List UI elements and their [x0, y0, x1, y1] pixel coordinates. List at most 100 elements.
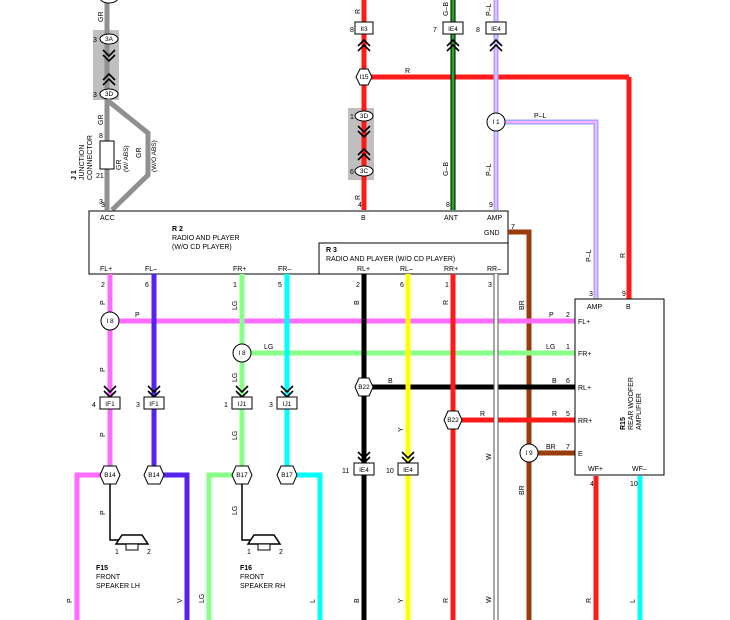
- splice-b17a: [231, 465, 253, 485]
- wire-p-speaker: [74, 472, 110, 620]
- double-chevron-up-icon: [446, 38, 460, 52]
- connector-if1a-label: IF1: [105, 401, 115, 408]
- connector-if1b: [143, 396, 165, 410]
- splice-i15-label: I15: [359, 74, 368, 81]
- junction-connector-body: [99, 140, 115, 170]
- connector-ie4d: [397, 462, 419, 476]
- splice-b22b: [443, 410, 463, 430]
- wire-label-br-low: BR: [519, 485, 526, 495]
- radio-pin-acc: ACC: [100, 215, 115, 222]
- wire-label-pl-right: P–L: [586, 249, 593, 262]
- amp-pin-wfm-num: 10: [630, 481, 638, 488]
- connector-ie4a: [442, 21, 464, 35]
- double-chevron-down-icon: [357, 125, 371, 139]
- wire-label-gb-mid: G–B: [443, 162, 450, 176]
- amp-pin-e: E: [578, 451, 583, 458]
- pin-ii3: 8: [350, 27, 354, 34]
- pin-if1a: 4: [92, 402, 96, 409]
- connector-ij1a-label: IJ1: [238, 401, 247, 408]
- wire-label-gr: GR: [98, 12, 105, 23]
- wire-label-v-bottom: V: [177, 598, 184, 603]
- amp-pin-rlp-num: 6: [566, 378, 570, 385]
- speaker-icon: [114, 534, 150, 545]
- wire-label-r-right: R: [620, 253, 627, 258]
- pin-if1b: 3: [136, 402, 140, 409]
- radio-r3-code: R 3: [326, 247, 337, 254]
- radio-pin-rr-minus: RR–: [487, 266, 501, 273]
- splice-b14b: [143, 465, 165, 485]
- wire-label-y-v: Y: [398, 427, 405, 432]
- wire-label-lg-v4: LG: [232, 506, 239, 515]
- radio-pin-fr-minus: FR–: [278, 266, 291, 273]
- radio-pin-fl-plus: FL+: [100, 266, 112, 273]
- splice-b17b-label: B17: [281, 472, 293, 479]
- wire-label-p: P: [135, 312, 140, 319]
- amp-pin-flp: FL+: [578, 319, 590, 326]
- wire-label-b-right: B: [552, 378, 557, 385]
- speaker-pin-1: 1: [115, 549, 119, 556]
- pin-frp-top: 1: [233, 282, 237, 289]
- wire-label-pl-mid: P–L: [486, 163, 493, 176]
- connector-3a-label: 3A: [105, 36, 114, 43]
- wire-label-p-bottom: P: [67, 598, 74, 603]
- wire-label-r-rr-v: R: [443, 300, 450, 305]
- speaker-icon: [246, 534, 282, 545]
- splice-i1: [486, 112, 506, 132]
- pin-3c: 6: [350, 169, 354, 176]
- pin-ie4c: 11: [342, 468, 349, 475]
- connector-ie4b-label: IE4: [491, 26, 501, 33]
- wire-label-r-rr: R: [480, 411, 485, 418]
- splice-b14b-label: B14: [148, 472, 160, 479]
- top-wiring: R 8 II3 I15 R 1 3D 6 3C R 4 G–B 7 IE4 G–…: [348, 0, 632, 300]
- pin-ij1b: 3: [269, 402, 273, 409]
- double-chevron-up-icon: [102, 72, 116, 86]
- radio-r2-name-1: RADIO AND PLAYER: [172, 235, 240, 242]
- connector-icon: [100, 0, 118, 4]
- wire-label-lg-v3: LG: [232, 431, 239, 440]
- double-chevron-down-icon: [102, 49, 116, 63]
- wire-label-pl-top: P–L: [486, 3, 493, 16]
- splice-i9-label: I 9: [525, 450, 533, 457]
- connector-3c-icon: [354, 165, 374, 177]
- radio-r2: ACC B ANT AMP GND R 2 RADIO AND PLAYER (…: [88, 202, 515, 275]
- amp-pin-flp-num: 2: [566, 312, 570, 319]
- splice-b14a-label: B14: [104, 472, 116, 479]
- double-chevron-up-icon: [357, 38, 371, 52]
- radio-pin-ant: ANT: [444, 215, 459, 222]
- connector-ij1b: [276, 396, 298, 410]
- pin-rrm-top: 3: [488, 282, 492, 289]
- speaker-f16-leads: [241, 484, 254, 541]
- amp-name-2: AMPLIFIER: [636, 393, 643, 430]
- wire-label-lg-right: LG: [546, 344, 555, 351]
- splice-b17a-label: B17: [236, 472, 248, 479]
- wire-label-r-mid: R: [355, 195, 362, 200]
- speaker-pin-2: 2: [279, 549, 283, 556]
- speaker-f16-name-1: FRONT: [240, 574, 265, 581]
- wire-label-gr-a: GR: [116, 160, 123, 171]
- wire-pl-to-rear-amp-blue: [496, 119, 599, 300]
- double-chevron-up-icon: [357, 147, 371, 161]
- pin-ie4b: 8: [476, 27, 480, 34]
- pin-frm-top: 5: [278, 282, 282, 289]
- pin-radio-acc: 3: [101, 202, 105, 209]
- speaker-wiring: BR I 9 BR BR I 8 P P 2 P P P 6 V I 8 LG …: [67, 229, 643, 620]
- wire-label-br: BR: [519, 300, 526, 310]
- speaker-f16-name-2: SPEAKER RH: [240, 583, 285, 590]
- inline-connectors: 4 IF1 P P 3 IF1 1 IJ1 LG LG 3 IJ1 11 IE4…: [92, 385, 419, 515]
- speaker-f16: 1 2 F16 FRONT SPEAKER RH: [240, 484, 285, 590]
- speaker-f15-name-1: FRONT: [96, 574, 121, 581]
- pin-flp-top: 2: [101, 282, 105, 289]
- splice-b14a: [99, 465, 121, 485]
- connector-ii3: [354, 21, 374, 35]
- wire-label-gb-top: G–B: [443, 2, 450, 16]
- amp-pin-b: B: [626, 304, 631, 311]
- speaker-f16-magnet: [257, 543, 271, 551]
- speaker-pin-1: 1: [247, 549, 251, 556]
- amp-pin-frp-num: 1: [566, 344, 570, 351]
- wire-label-r-rr-bottom: R: [443, 598, 450, 603]
- radio-pin-amp: AMP: [487, 215, 503, 222]
- wire-br-gnd: [508, 229, 532, 620]
- connector-ie4c: [353, 462, 375, 476]
- pin-ie4d: 10: [386, 468, 394, 475]
